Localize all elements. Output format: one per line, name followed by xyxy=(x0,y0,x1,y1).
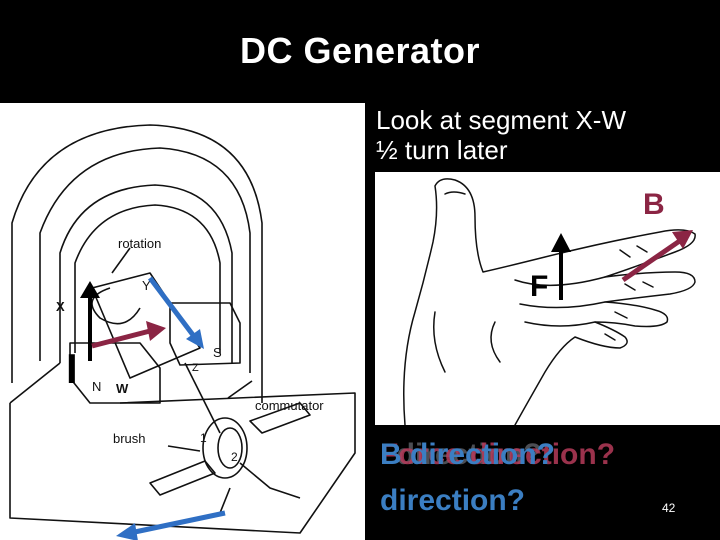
hand-rule-diagram: F B xyxy=(375,172,720,425)
label-n: N xyxy=(92,379,101,394)
shaft xyxy=(184,362,221,434)
commutator-ring-inner xyxy=(217,427,243,469)
armature-loop xyxy=(91,272,201,379)
label-y: Y xyxy=(142,278,151,293)
question-force: Force direction? xyxy=(380,438,616,471)
question-current: I direction? xyxy=(380,438,542,471)
magnet-outer xyxy=(11,124,263,403)
generator-diagram-svg: rotation X Y N W S Z commutator brush 1 … xyxy=(9,124,356,540)
label-w: W xyxy=(116,381,129,396)
label-force: F xyxy=(530,270,548,303)
red-arrow xyxy=(91,321,166,349)
label-seg2: 2 xyxy=(231,450,238,464)
base-plate-top xyxy=(9,362,61,404)
label-brush: brush xyxy=(113,431,146,446)
black-arrow xyxy=(80,281,100,361)
slide-title: DC Generator xyxy=(239,30,481,71)
generator-diagram: rotation X Y N W S Z commutator brush 1 … xyxy=(0,103,365,540)
segment-description: Look at segment X-W ½ turn later xyxy=(376,105,720,165)
blue-arrow-base xyxy=(116,510,226,540)
brush-bar-front xyxy=(149,460,216,496)
pole-south xyxy=(169,302,241,366)
question-line-2: direction? xyxy=(380,484,526,517)
label-field: B xyxy=(643,188,665,221)
label-rotation: rotation xyxy=(118,236,161,251)
page-number: 42 xyxy=(662,501,676,515)
label-s: S xyxy=(213,345,222,360)
field-arrow xyxy=(621,230,693,283)
commutator-ring xyxy=(202,417,248,479)
label-commutator: commutator xyxy=(255,398,324,413)
hand-rule-svg: F B xyxy=(403,178,696,425)
label-z: Z xyxy=(192,362,199,374)
hand-outline xyxy=(403,178,696,425)
question-field: B direction? xyxy=(380,438,556,471)
magnet-inner xyxy=(59,184,233,363)
label-seg1: 1 xyxy=(200,431,207,445)
magnet-inner-2 xyxy=(74,204,221,353)
label-x: X xyxy=(56,299,65,314)
force-arrow xyxy=(551,233,571,300)
brush-bar-back xyxy=(249,402,311,434)
blue-arrow-loop xyxy=(148,276,204,349)
text-line-2: ½ turn later xyxy=(376,135,508,165)
base-plate xyxy=(9,392,356,534)
pole-north xyxy=(69,342,161,404)
output-wire xyxy=(239,462,301,499)
label-current: I xyxy=(66,345,78,392)
magnet-outer-back xyxy=(39,147,251,373)
text-line-1: Look at segment X-W xyxy=(376,105,626,135)
